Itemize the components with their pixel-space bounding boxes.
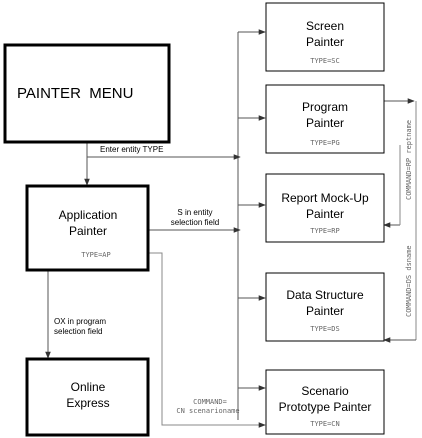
label-ox-1: OX in program xyxy=(54,317,106,326)
screen-painter-type: TYPE=SC xyxy=(310,57,340,65)
label-s-entity-2: selection field xyxy=(171,218,219,227)
label-ds-command: COMMAND=DS dsname xyxy=(405,245,413,317)
report-painter-box: Report Mock-Up Painter TYPE=RP xyxy=(265,173,385,243)
program-painter-box: Program Painter TYPE=PG xyxy=(265,84,385,154)
label-cn-1: COMMAND= xyxy=(193,398,227,406)
label-rp-command: COMMAND=RP reptname xyxy=(405,120,413,200)
program-painter-line1: Program xyxy=(302,100,348,114)
report-painter-line1: Report Mock-Up xyxy=(281,191,369,205)
painter-menu-box: PAINTER MENU xyxy=(3,43,171,144)
online-express-line2: Express xyxy=(66,396,109,410)
arrow-app-to-scenario xyxy=(148,252,266,428)
application-painter-box: Application Painter TYPE=AP xyxy=(25,184,150,272)
screen-painter-line2: Painter xyxy=(306,35,344,49)
report-painter-line2: Painter xyxy=(306,207,344,221)
scenario-painter-line2: Prototype Painter xyxy=(279,400,372,414)
screen-painter-line1: Screen xyxy=(306,19,344,33)
application-painter-line1: Application xyxy=(59,208,118,222)
label-s-entity-1: S in entity xyxy=(177,208,212,217)
online-express-box: Online Express xyxy=(25,357,150,437)
application-painter-line2: Painter xyxy=(69,224,107,238)
painter-menu-title: PAINTER MENU xyxy=(17,85,133,102)
scenario-painter-type: TYPE=CN xyxy=(310,420,340,428)
program-painter-type: TYPE=PG xyxy=(310,139,340,147)
ds-painter-line2: Painter xyxy=(306,304,344,318)
label-cn-2: CN scenarioname xyxy=(176,407,239,415)
online-express-line1: Online xyxy=(71,380,106,394)
screen-painter-box: Screen Painter TYPE=SC xyxy=(265,2,385,72)
scenario-painter-line1: Scenario xyxy=(301,384,349,398)
label-ox-2: selection field xyxy=(54,327,102,336)
report-painter-type: TYPE=RP xyxy=(310,227,340,235)
program-painter-line2: Painter xyxy=(306,116,344,130)
scenario-painter-box: Scenario Prototype Painter TYPE=CN xyxy=(265,369,385,435)
ds-painter-type: TYPE=DS xyxy=(310,325,340,333)
ds-painter-line1: Data Structure xyxy=(286,288,364,302)
datastructure-painter-box: Data Structure Painter TYPE=DS xyxy=(265,272,385,342)
application-painter-type: TYPE=AP xyxy=(81,251,111,259)
label-enter-type: Enter entity TYPE xyxy=(100,145,163,154)
